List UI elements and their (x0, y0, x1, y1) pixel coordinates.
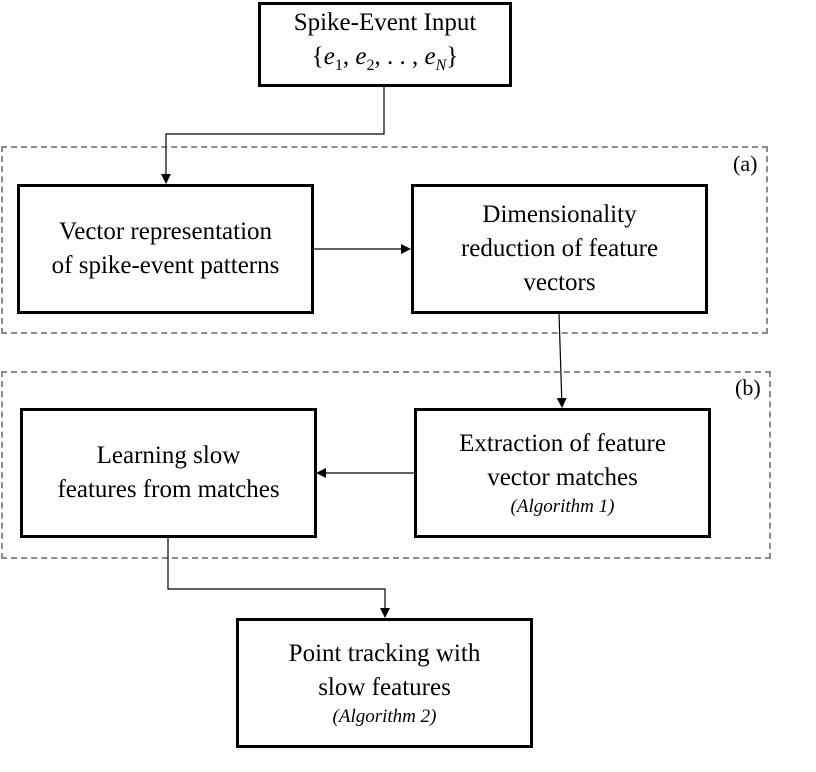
group-b (1, 371, 771, 559)
node-text-line: Learning slow (96, 442, 241, 469)
node-text-line: slow features (318, 674, 451, 701)
node-text-line: vector matches (487, 464, 638, 491)
group-a (1, 146, 768, 334)
edge-dim-to-extraction (556, 312, 567, 408)
node-dimensionality-reduction: Dimensionality reduction of feature vect… (411, 184, 708, 314)
node-text-line: reduction of feature (460, 235, 659, 262)
node-text-line: of spike-event patterns (51, 252, 280, 279)
node-vector-representation: Vector representation of spike-event pat… (17, 184, 314, 314)
node-text-line: Extraction of feature (459, 430, 666, 457)
algorithm-reference: (Algorithm 2) (332, 706, 437, 727)
node-learning-slow-features: Learning slow features from matches (20, 408, 317, 538)
node-spike-event-input: Spike-Event Input {e1, e2, . . , eN} (258, 2, 512, 87)
node-input-set: {e1, e2, . . , eN} (311, 43, 459, 74)
node-text-line: Point tracking with (288, 640, 481, 667)
group-a-label: (a) (733, 151, 758, 176)
node-text-line: features from matches (57, 476, 280, 503)
node-text-line: vectors (523, 269, 596, 296)
algorithm-reference: (Algorithm 1) (510, 496, 615, 517)
node-input-title: Spike-Event Input (293, 9, 477, 36)
node-text-line: Dimensionality (482, 201, 637, 228)
group-b-label: (b) (735, 375, 761, 400)
node-text-line: Vector representation (58, 218, 273, 245)
node-point-tracking: Point tracking with slow features (Algor… (236, 618, 533, 748)
edge-input-to-vector (161, 86, 385, 184)
node-extraction-matches: Extraction of feature vector matches (Al… (414, 408, 711, 538)
edge-learning-to-tracking (167, 537, 390, 618)
